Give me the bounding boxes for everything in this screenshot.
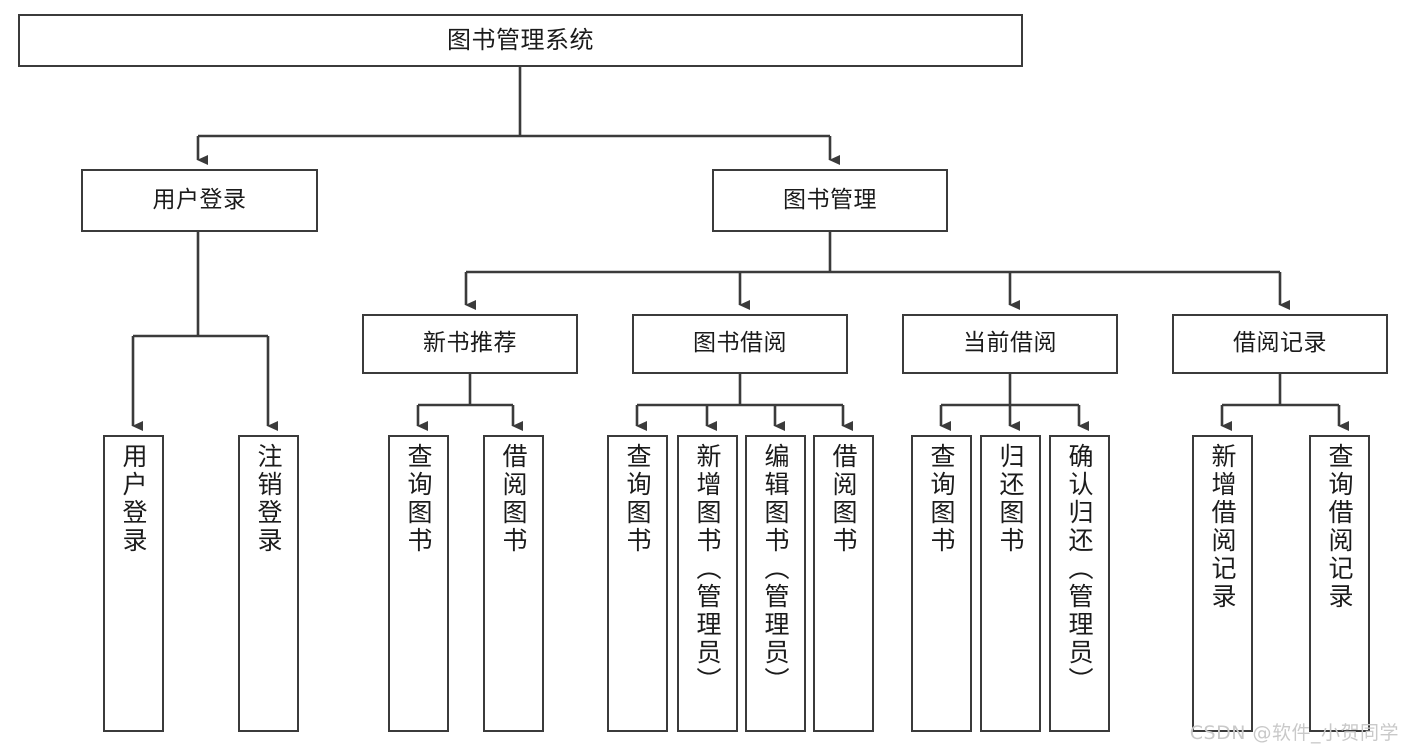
leaf-record-query-borrow-record[interactable]: 查询借阅记录	[1309, 435, 1370, 732]
node-label: 当前借阅	[963, 330, 1057, 357]
node-label: 新增图书（管理员）	[693, 443, 722, 695]
node-label: 借阅图书	[829, 443, 858, 555]
node-label: 图书借阅	[693, 330, 787, 357]
node-book-borrow[interactable]: 图书借阅	[632, 314, 848, 374]
node-label: 归还图书	[996, 443, 1025, 555]
node-label: 查询图书	[623, 443, 652, 555]
leaf-current-query-book[interactable]: 查询图书	[911, 435, 972, 732]
node-root-book-management-system[interactable]: 图书管理系统	[18, 14, 1023, 67]
node-label: 用户登录	[119, 443, 148, 555]
node-label: 注销登录	[254, 443, 283, 555]
node-label: 借阅记录	[1233, 330, 1327, 357]
node-label: 查询图书	[404, 443, 433, 555]
leaf-borrow-add-book-admin[interactable]: 新增图书（管理员）	[677, 435, 738, 732]
leaf-user-login-signin[interactable]: 用户登录	[103, 435, 164, 732]
leaf-user-login-signout[interactable]: 注销登录	[238, 435, 299, 732]
leaf-new-book-borrow[interactable]: 借阅图书	[483, 435, 544, 732]
node-label: 编辑图书（管理员）	[761, 443, 790, 695]
node-label: 用户登录	[152, 186, 247, 213]
node-label: 新书推荐	[423, 330, 517, 357]
node-label: 查询借阅记录	[1325, 443, 1354, 611]
node-book-management[interactable]: 图书管理	[712, 169, 948, 232]
node-label: 确认归还（管理员）	[1065, 443, 1094, 695]
leaf-borrow-borrow-book[interactable]: 借阅图书	[813, 435, 874, 732]
node-new-book-recommend[interactable]: 新书推荐	[362, 314, 578, 374]
leaf-borrow-query-book[interactable]: 查询图书	[607, 435, 668, 732]
node-borrow-record[interactable]: 借阅记录	[1172, 314, 1388, 374]
leaf-borrow-edit-book-admin[interactable]: 编辑图书（管理员）	[745, 435, 806, 732]
node-label: 图书管理	[783, 186, 877, 213]
node-current-borrow[interactable]: 当前借阅	[902, 314, 1118, 374]
node-label: 查询图书	[927, 443, 956, 555]
leaf-current-confirm-return-admin[interactable]: 确认归还（管理员）	[1049, 435, 1110, 732]
node-label: 借阅图书	[499, 443, 528, 555]
csdn-watermark: CSDN @软件_小贺同学	[1189, 722, 1399, 744]
node-label: 新增借阅记录	[1208, 443, 1237, 611]
node-user-login[interactable]: 用户登录	[81, 169, 318, 232]
leaf-new-book-query[interactable]: 查询图书	[388, 435, 449, 732]
leaf-record-add-borrow-record[interactable]: 新增借阅记录	[1192, 435, 1253, 732]
node-label: 图书管理系统	[447, 26, 594, 55]
leaf-current-return-book[interactable]: 归还图书	[980, 435, 1041, 732]
